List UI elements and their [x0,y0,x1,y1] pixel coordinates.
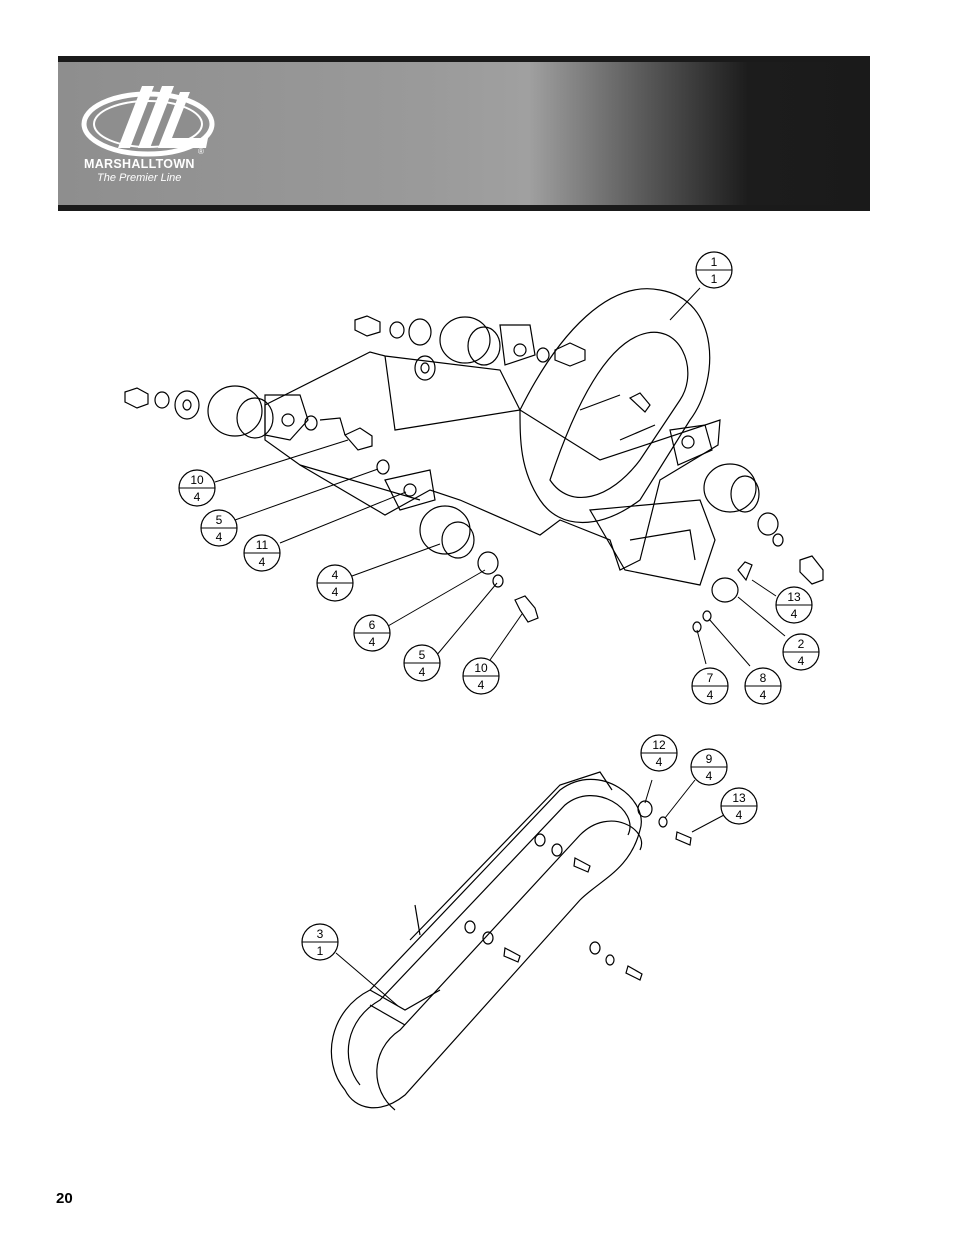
callout-item-number: 11 [256,538,269,552]
callout-item-number: 12 [652,738,666,752]
callout-2: 24 [782,633,820,671]
callout-9: 94 [690,748,728,786]
marshalltown-logo [81,86,215,157]
callout-4: 44 [316,564,354,602]
callout-item-number: 10 [474,661,488,675]
callout-item-number: 13 [787,590,801,604]
callout-item-number: 8 [760,671,767,685]
callout-1: 11 [695,251,733,289]
callout-item-number: 1 [711,255,718,269]
callout-10: 104 [178,469,216,507]
callout-item-number: 2 [798,637,805,651]
callout-7: 74 [691,667,729,705]
callout-quantity: 1 [711,272,718,286]
callout-quantity: 4 [706,769,713,783]
tagline: The Premier Line [97,172,182,184]
page-number: 20 [56,1190,73,1207]
callout-quantity: 4 [707,688,714,702]
callout-quantity: 4 [332,585,339,599]
callout-13: 134 [720,787,758,825]
callout-quantity: 4 [194,490,201,504]
callout-13: 134 [775,586,813,624]
callout-quantity: 4 [791,607,798,621]
callout-quantity: 4 [736,808,743,822]
callout-11: 114 [243,534,281,572]
callout-quantity: 4 [369,635,376,649]
callout-item-number: 4 [332,568,339,582]
callout-quantity: 4 [216,530,223,544]
callout-item-number: 5 [216,513,223,527]
callout-item-number: 13 [732,791,746,805]
callout-10: 104 [462,657,500,695]
leader-lines [214,287,786,1007]
callout-quantity: 4 [259,555,266,569]
callout-item-number: 7 [707,671,714,685]
callout-quantity: 4 [478,678,485,692]
callout-12: 124 [640,734,678,772]
callout-5: 54 [200,509,238,547]
callout-5: 54 [403,644,441,682]
callout-3: 31 [301,923,339,961]
callout-item-number: 5 [419,648,426,662]
belt-guard-drawing [330,771,692,1111]
frame-assembly-drawing [124,288,824,633]
registered-mark: ® [198,147,204,156]
callout-quantity: 1 [317,944,324,958]
callout-6: 64 [353,614,391,652]
brand-name: MARSHALLTOWN [84,157,195,171]
callout-item-number: 6 [369,618,376,632]
callout-item-number: 3 [317,927,324,941]
callout-item-number: 9 [706,752,713,766]
callout-quantity: 4 [419,665,426,679]
callout-quantity: 4 [760,688,767,702]
callout-item-number: 10 [190,473,204,487]
callout-8: 84 [744,667,782,705]
callout-quantity: 4 [798,654,805,668]
callout-quantity: 4 [656,755,663,769]
